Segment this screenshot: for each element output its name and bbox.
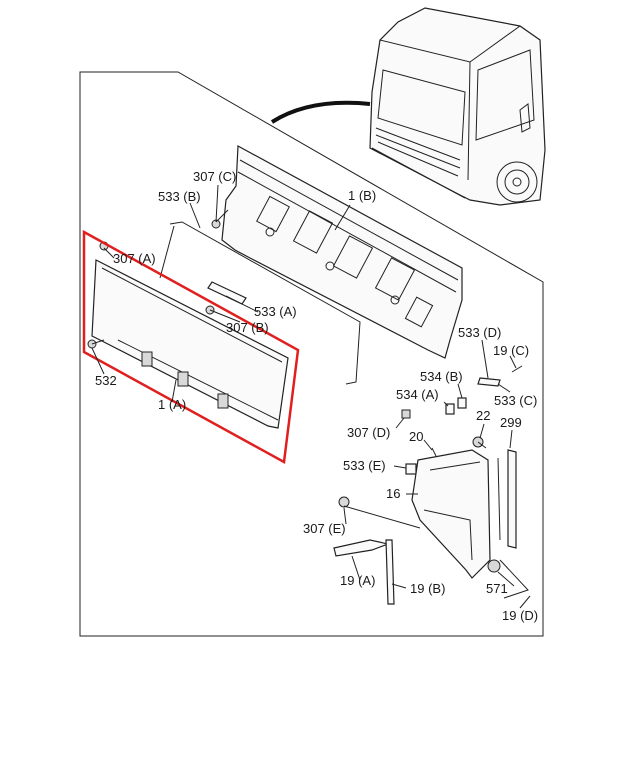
part-19c (511, 365, 523, 373)
part-22 (472, 436, 487, 449)
label-533a: 533 (A) (254, 304, 297, 319)
label-533e: 533 (E) (343, 458, 386, 473)
label-533c: 533 (C) (494, 393, 537, 408)
strip-19a (333, 539, 391, 557)
label-307c: 307 (C) (193, 169, 236, 184)
label-22: 22 (476, 408, 490, 423)
label-307a: 307 (A) (113, 251, 156, 266)
truck-cab-illustration (369, 7, 546, 206)
strip-19b (385, 539, 395, 605)
bolt-532 (87, 339, 105, 349)
lower-panel-1a (91, 241, 289, 429)
diagram-frame (79, 71, 544, 637)
part-533e (405, 463, 417, 475)
highlight-box (82, 229, 300, 464)
corner-panel-16 (411, 449, 491, 579)
seal-533a (207, 281, 247, 305)
label-571: 571 (486, 581, 508, 596)
label-533b: 533 (B) (158, 189, 201, 204)
label-307b: 307 (B) (226, 320, 269, 335)
clip-534a (445, 403, 455, 415)
label-19c: 19 (C) (493, 343, 529, 358)
callout-curve (270, 100, 371, 124)
part-533d (477, 377, 501, 387)
label-19b: 19 (B) (410, 581, 445, 596)
label-532: 532 (95, 373, 117, 388)
clip-534b (457, 397, 467, 409)
label-19a: 19 (A) (340, 573, 375, 588)
upper-panel-1b (221, 145, 463, 359)
seal-strip-533b (169, 221, 361, 385)
label-534b: 534 (B) (420, 369, 463, 384)
label-299: 299 (500, 415, 522, 430)
label-307d: 307 (D) (347, 425, 390, 440)
label-16: 16 (386, 486, 400, 501)
label-1a: 1 (A) (158, 397, 186, 412)
bolt-307e (338, 496, 421, 529)
leader-lines (91, 184, 531, 609)
label-307e: 307 (E) (303, 521, 346, 536)
clip-571 (487, 559, 529, 599)
label-1b: 1 (B) (348, 188, 376, 203)
label-533d: 533 (D) (458, 325, 501, 340)
part-20 (431, 447, 437, 457)
label-534a: 534 (A) (396, 387, 439, 402)
label-19d: 19 (D) (502, 608, 538, 623)
clip-307d (401, 409, 411, 419)
label-20: 20 (409, 429, 423, 444)
strip-299 (507, 449, 517, 549)
